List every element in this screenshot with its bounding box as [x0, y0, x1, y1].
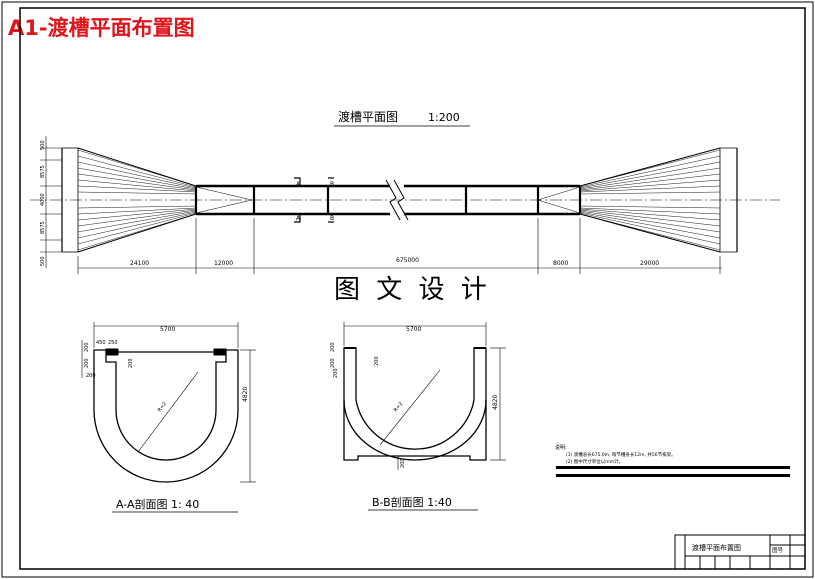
dim-left-4000: 4000: [40, 193, 46, 206]
dim-left-500-bottom: 500: [40, 256, 46, 266]
dim-8000: 8000: [553, 260, 568, 267]
notes-rule-1: [556, 466, 790, 469]
dim-29000: 29000: [640, 260, 659, 267]
dim-24100: 24100: [130, 260, 149, 267]
bb-dim-5: 200: [400, 458, 406, 468]
section-mark-a-bottom: [294, 214, 301, 223]
drawing-heading: A1-渡槽平面布置图: [8, 16, 195, 40]
dim-left-8575-top: 8575: [40, 165, 46, 178]
bb-dim-1: 200: [330, 342, 336, 352]
aa-width: 5700: [160, 326, 175, 333]
dim-675000: 675000: [396, 257, 419, 264]
section-label-b-top: B: [330, 181, 334, 188]
aa-dim-6: 250: [108, 340, 118, 346]
title-block-name: 渡槽平面布置图: [692, 543, 741, 552]
section-label-b-bottom: B: [330, 215, 334, 222]
section-mark-a-top: [294, 177, 301, 186]
dim-12000: 12000: [214, 260, 233, 267]
plan-view: [30, 136, 780, 274]
right-fan-lines: [579, 149, 721, 251]
section-label-a-bottom: A: [296, 215, 301, 222]
aa-dim-3: 200: [86, 373, 96, 379]
aa-dim-5: 450: [96, 340, 106, 346]
notes-line-2: (2) 图中尺寸单位以mm计。: [566, 458, 623, 465]
aa-dim-4: 200: [128, 358, 134, 368]
bb-dim-3: 200: [333, 368, 339, 378]
plan-scale: 1:200: [428, 111, 460, 124]
aa-radius: R=2: [157, 401, 168, 413]
section-aa: [81, 322, 256, 483]
bb-height: 4820: [492, 395, 499, 410]
bb-width: 5700: [406, 326, 421, 333]
bb-dim-4: 200: [374, 356, 380, 366]
watermark-text: 图 文 设 计: [334, 275, 491, 305]
bb-dim-2: 200: [330, 358, 336, 368]
bb-title: B-B剖面图 1:40: [372, 495, 452, 509]
left-fan-lines: [77, 149, 197, 251]
section-bb: [343, 322, 506, 470]
plan-title: 渡槽平面图: [338, 109, 398, 124]
bb-radius: R=2: [393, 401, 404, 413]
notes-line-1: (1) 渡槽总长675.0m, 每节槽身长12m, 共56节排架。: [566, 451, 676, 458]
notes-heading: 说明:: [555, 444, 567, 451]
aa-height: 4820: [242, 387, 249, 402]
dim-left-8575-bottom: 8575: [40, 221, 46, 234]
title-block-field: 图号: [772, 546, 784, 554]
aa-title: A-A剖面图 1: 40: [116, 497, 199, 511]
dim-left-500-top: 500: [40, 140, 46, 150]
title-block: [674, 534, 806, 570]
inner-border: [19, 7, 806, 570]
notes-rule-2: [556, 474, 790, 477]
aa-dim-2: 200: [84, 358, 90, 368]
section-label-a-top: A: [296, 181, 301, 188]
aa-dim-1: 200: [84, 342, 90, 352]
